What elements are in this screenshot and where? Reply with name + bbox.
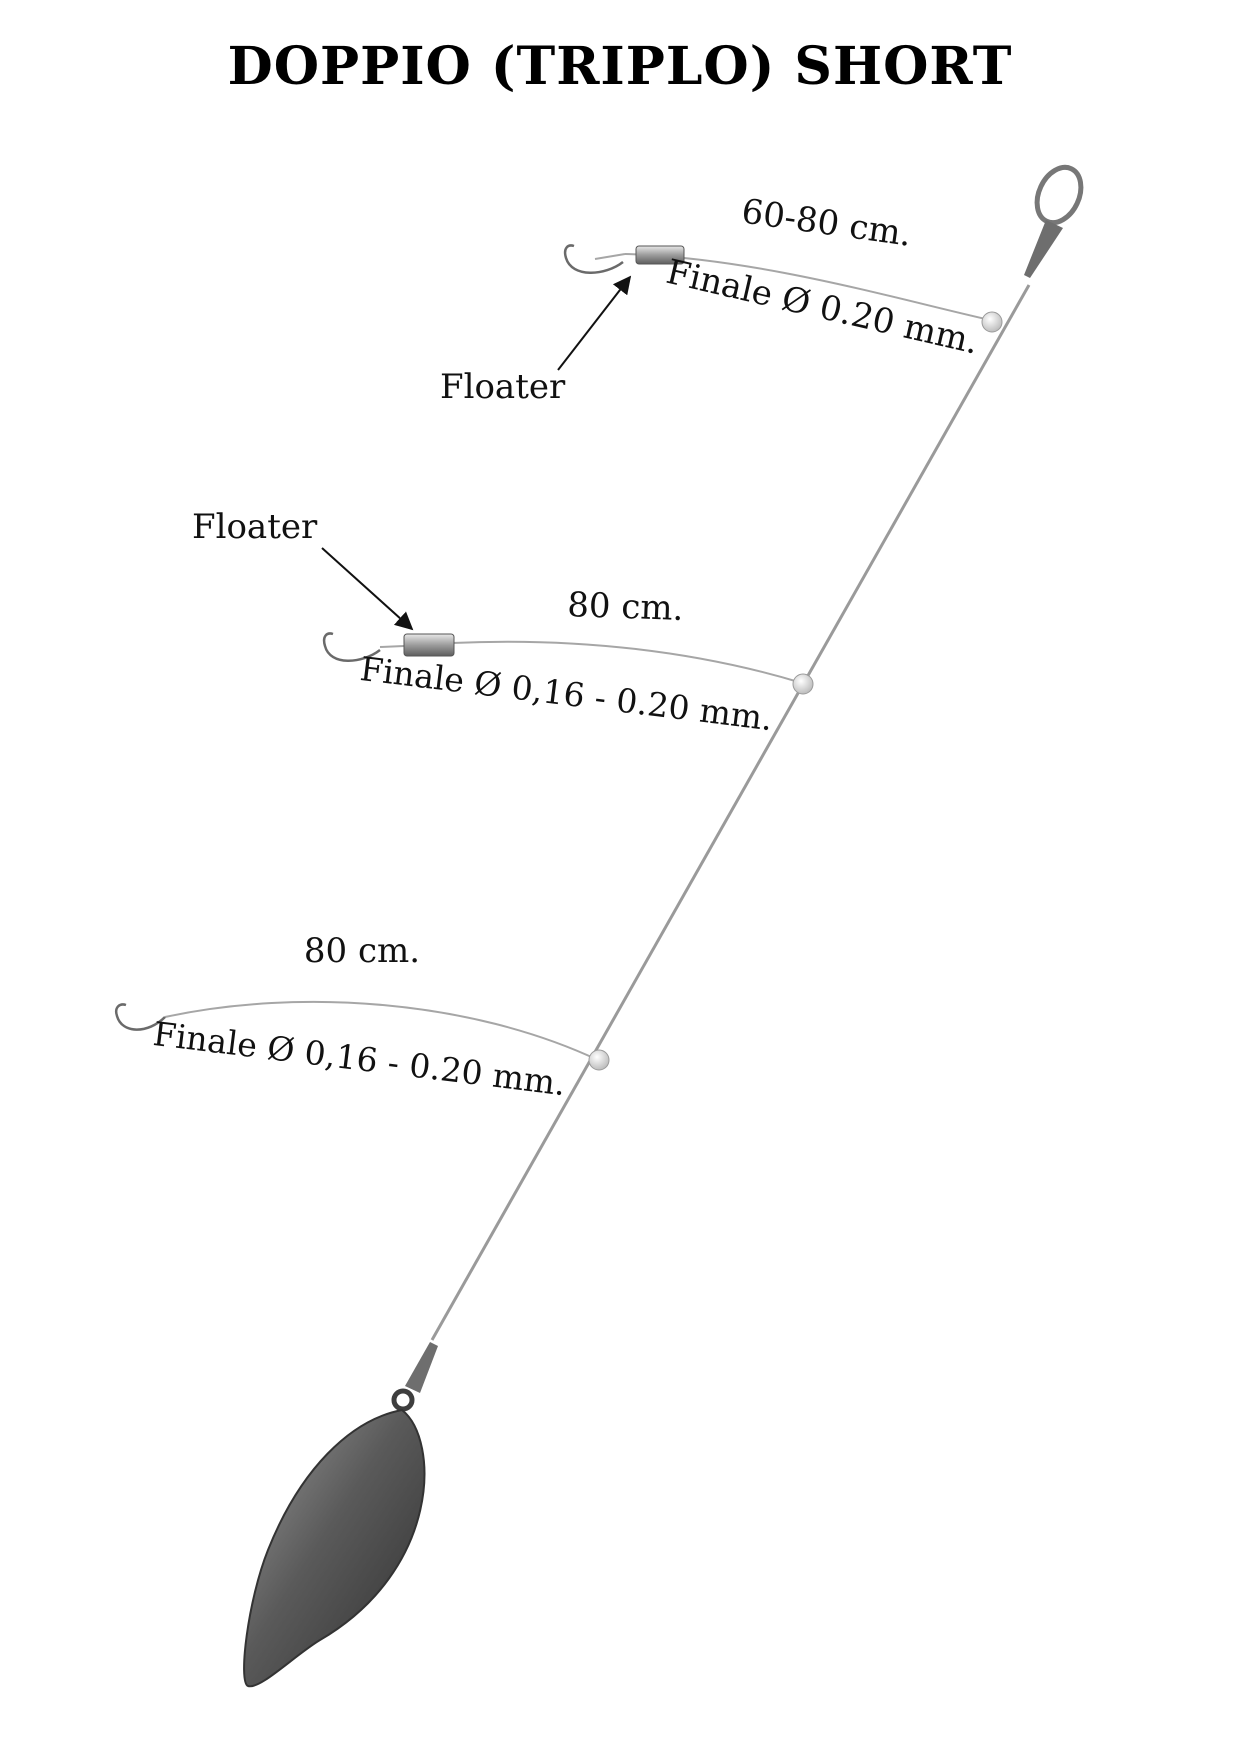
branch-2-floater-arrow (321, 547, 414, 631)
floater-icon (403, 633, 455, 657)
hook-icon (563, 244, 624, 274)
branch-2-leader (451, 640, 803, 684)
page-title: DOPPIO (TRIPLO) SHORT (228, 36, 1013, 97)
bead-icon (981, 311, 1003, 333)
branch-1: 60-80 cm. Finale Ø 0.20 mm. Floater (440, 191, 1003, 407)
main-line (430, 284, 1031, 1341)
branch-2-floater-label: Floater (192, 507, 318, 547)
branch-1-tippet (594, 253, 626, 260)
bead-icon (588, 1049, 610, 1071)
floater-icon (635, 245, 685, 265)
branch-3-leader (164, 1000, 599, 1061)
branch-1-length-label: 60-80 cm. (739, 191, 914, 254)
branch-1-floater-arrow (557, 275, 632, 371)
branch-2-length-label: 80 cm. (567, 585, 684, 629)
top-loop-icon (1024, 164, 1084, 278)
branch-3-length-label: 80 cm. (304, 931, 420, 971)
branch-2-diameter-label: Finale Ø 0,16 - 0.20 mm. (358, 649, 775, 738)
branch-2-tippet (379, 645, 405, 648)
lead-sinker-icon (243, 1342, 438, 1688)
branch-1-floater-label: Floater (440, 367, 566, 407)
hook-icon (322, 632, 381, 662)
branch-3: 80 cm. Finale Ø 0,16 - 0.20 mm. (115, 931, 610, 1103)
bead-icon (792, 673, 814, 695)
branch-2: 80 cm. Finale Ø 0,16 - 0.20 mm. Floater (192, 507, 814, 738)
hook-icon (115, 1003, 166, 1031)
